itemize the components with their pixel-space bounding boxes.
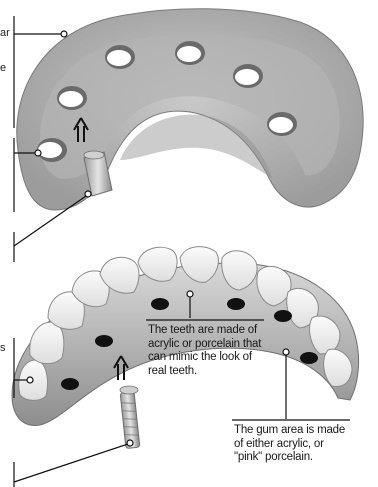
teeth-caption: The teeth are made of acrylic or porcela… bbox=[148, 324, 273, 378]
attachment-hole-6 bbox=[300, 352, 318, 364]
implant-socket-1 bbox=[37, 138, 67, 162]
left-edge-fragment-mid: s bbox=[0, 342, 6, 354]
attachment-screw bbox=[120, 386, 140, 449]
attachment-hole-3 bbox=[151, 298, 169, 310]
upper-jaw-arch bbox=[17, 9, 363, 210]
implant-socket-2 bbox=[57, 86, 87, 110]
attachment-hole-1 bbox=[61, 378, 79, 390]
implant-socket-5 bbox=[233, 64, 263, 88]
implant-socket-4 bbox=[175, 41, 205, 65]
implant-socket-6 bbox=[267, 112, 297, 136]
attachment-hole-2 bbox=[95, 335, 113, 347]
implant-socket-3 bbox=[105, 45, 135, 69]
attachment-hole-4 bbox=[227, 298, 245, 310]
gum-caption: The gum area is made of either acrylic, … bbox=[234, 424, 359, 465]
left-edge-fragment-top: ar bbox=[0, 27, 10, 39]
tooth-2 bbox=[30, 322, 64, 364]
left-edge-fragment-top2: e bbox=[0, 62, 6, 74]
attachment-hole-5 bbox=[274, 310, 292, 322]
